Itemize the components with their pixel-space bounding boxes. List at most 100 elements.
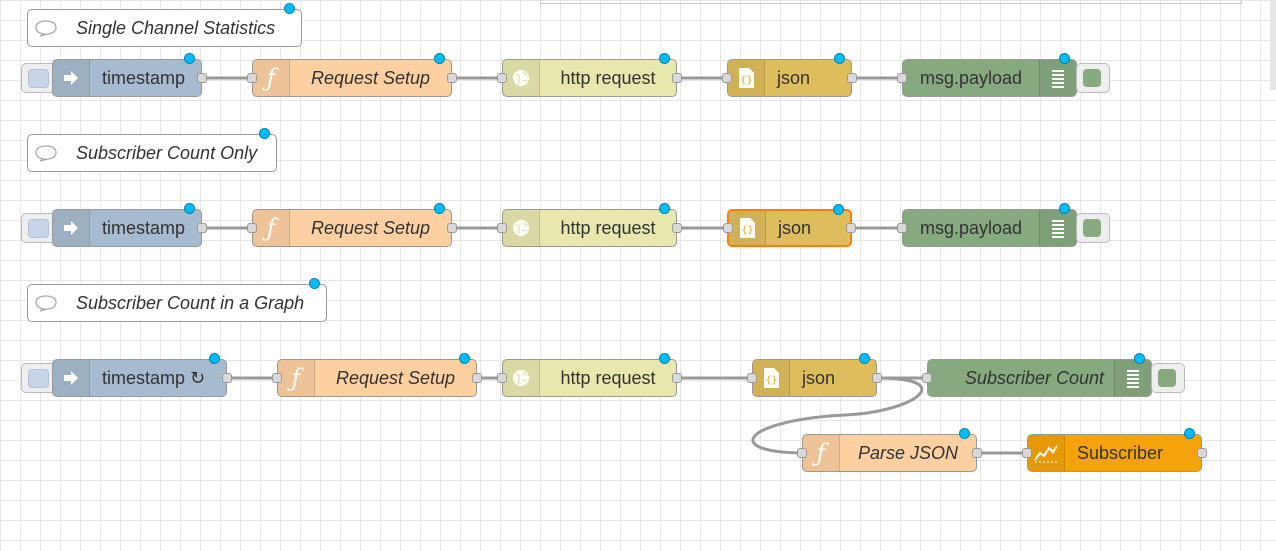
globe-icon [503,360,540,396]
http-request-node[interactable]: http request [497,353,682,397]
inject-node[interactable]: timestamp [52,203,207,247]
node-label: Parse JSON [857,442,959,463]
node-label: Request Setup [310,67,431,88]
wire[interactable] [751,376,924,455]
output-port[interactable] [447,73,457,83]
chart-node[interactable]: Subscriber [1022,428,1207,472]
node-label: json [778,217,812,238]
input-port[interactable] [897,223,907,233]
node-label: http request [560,217,656,238]
input-port[interactable] [723,223,733,233]
input-port[interactable] [797,448,807,458]
debug-list-icon [1114,360,1151,396]
json-braces-icon: {} [753,360,790,396]
node-label: msg.payload [919,217,1023,238]
comment-label: Subscriber Count in a Graph [76,292,305,313]
changed-indicator [434,53,445,64]
debug-list-icon [1039,60,1076,96]
output-port[interactable] [972,448,982,458]
output-port[interactable] [222,373,232,383]
svg-text:{}: {} [765,375,777,386]
parse-json-function-node[interactable]: ƒ Parse JSON [797,428,982,472]
input-port[interactable] [497,373,507,383]
debug-list-icon [1039,210,1076,246]
output-port[interactable] [672,223,682,233]
changed-indicator [959,428,970,439]
input-port[interactable] [722,73,732,83]
function-node[interactable]: ƒ Request Setup [247,53,457,97]
debug-toggle-button[interactable] [1076,213,1110,243]
toolbar-edge [540,0,1242,4]
changed-indicator [1059,203,1070,214]
output-port[interactable] [847,73,857,83]
input-port[interactable] [272,373,282,383]
output-port[interactable] [1197,448,1207,458]
comment-node[interactable]: Subscriber Count in a Graph [27,278,327,322]
changed-indicator [834,53,845,64]
node-label: json [777,67,811,88]
inject-trigger-button[interactable] [21,213,57,243]
json-node[interactable]: {} json [722,53,857,97]
node-label: Subscriber [1077,442,1164,463]
line-chart-icon [1028,435,1065,471]
node-label: timestamp [102,217,186,238]
changed-indicator [659,353,670,364]
debug-toggle-button[interactable] [1151,363,1185,393]
input-port[interactable] [497,73,507,83]
node-label: msg.payload [919,67,1023,88]
output-port[interactable] [872,373,882,383]
debug-node[interactable]: msg.payload [897,53,1077,97]
json-node-selected[interactable]: {} json [723,204,856,247]
node-label: json [802,367,836,388]
inject-node[interactable]: timestamp [52,53,207,97]
comment-node[interactable]: Subscriber Count Only [27,128,277,172]
inject-trigger-button[interactable] [21,363,57,393]
output-port[interactable] [672,373,682,383]
function-f-icon: ƒ [253,60,290,96]
output-port[interactable] [197,223,207,233]
changed-indicator [184,203,195,214]
input-port[interactable] [922,373,932,383]
changed-indicator [1059,53,1070,64]
json-braces-icon: {} [729,211,766,245]
input-port[interactable] [747,373,757,383]
inject-node-repeating[interactable]: timestamp ↻ [52,353,232,397]
function-node[interactable]: ƒ Request Setup [272,353,482,397]
function-node[interactable]: ƒ Request Setup [247,203,457,247]
output-port[interactable] [197,73,207,83]
node-label: timestamp [102,67,186,88]
debug-toggle-button[interactable] [1076,63,1110,93]
debug-node[interactable]: msg.payload [897,203,1077,247]
output-port[interactable] [846,223,856,233]
scrollbar[interactable] [1270,0,1276,90]
inject-arrow-icon [53,360,90,396]
input-port[interactable] [897,73,907,83]
changed-indicator [833,204,844,215]
node-label: timestamp ↻ [102,367,206,388]
output-port[interactable] [672,73,682,83]
json-braces-icon: {} [728,60,765,96]
json-node[interactable]: {} json [747,353,882,397]
speech-bubble-icon [28,285,64,321]
input-port[interactable] [1022,448,1032,458]
changed-indicator [859,353,870,364]
http-request-node[interactable]: http request [497,53,682,97]
changed-indicator [459,353,470,364]
debug-node[interactable]: Subscriber Count [922,353,1152,397]
node-label: Request Setup [310,217,431,238]
http-request-node[interactable]: http request [497,203,682,247]
input-port[interactable] [497,223,507,233]
function-f-icon: ƒ [253,210,290,246]
inject-arrow-icon [53,210,90,246]
changed-indicator [659,203,670,214]
output-port[interactable] [447,223,457,233]
input-port[interactable] [247,223,257,233]
globe-icon [503,60,540,96]
comment-label: Single Channel Statistics [76,17,276,38]
inject-trigger-button[interactable] [21,63,57,93]
output-port[interactable] [472,373,482,383]
changed-indicator [209,353,220,364]
comment-node[interactable]: Single Channel Statistics [27,3,302,47]
input-port[interactable] [247,73,257,83]
